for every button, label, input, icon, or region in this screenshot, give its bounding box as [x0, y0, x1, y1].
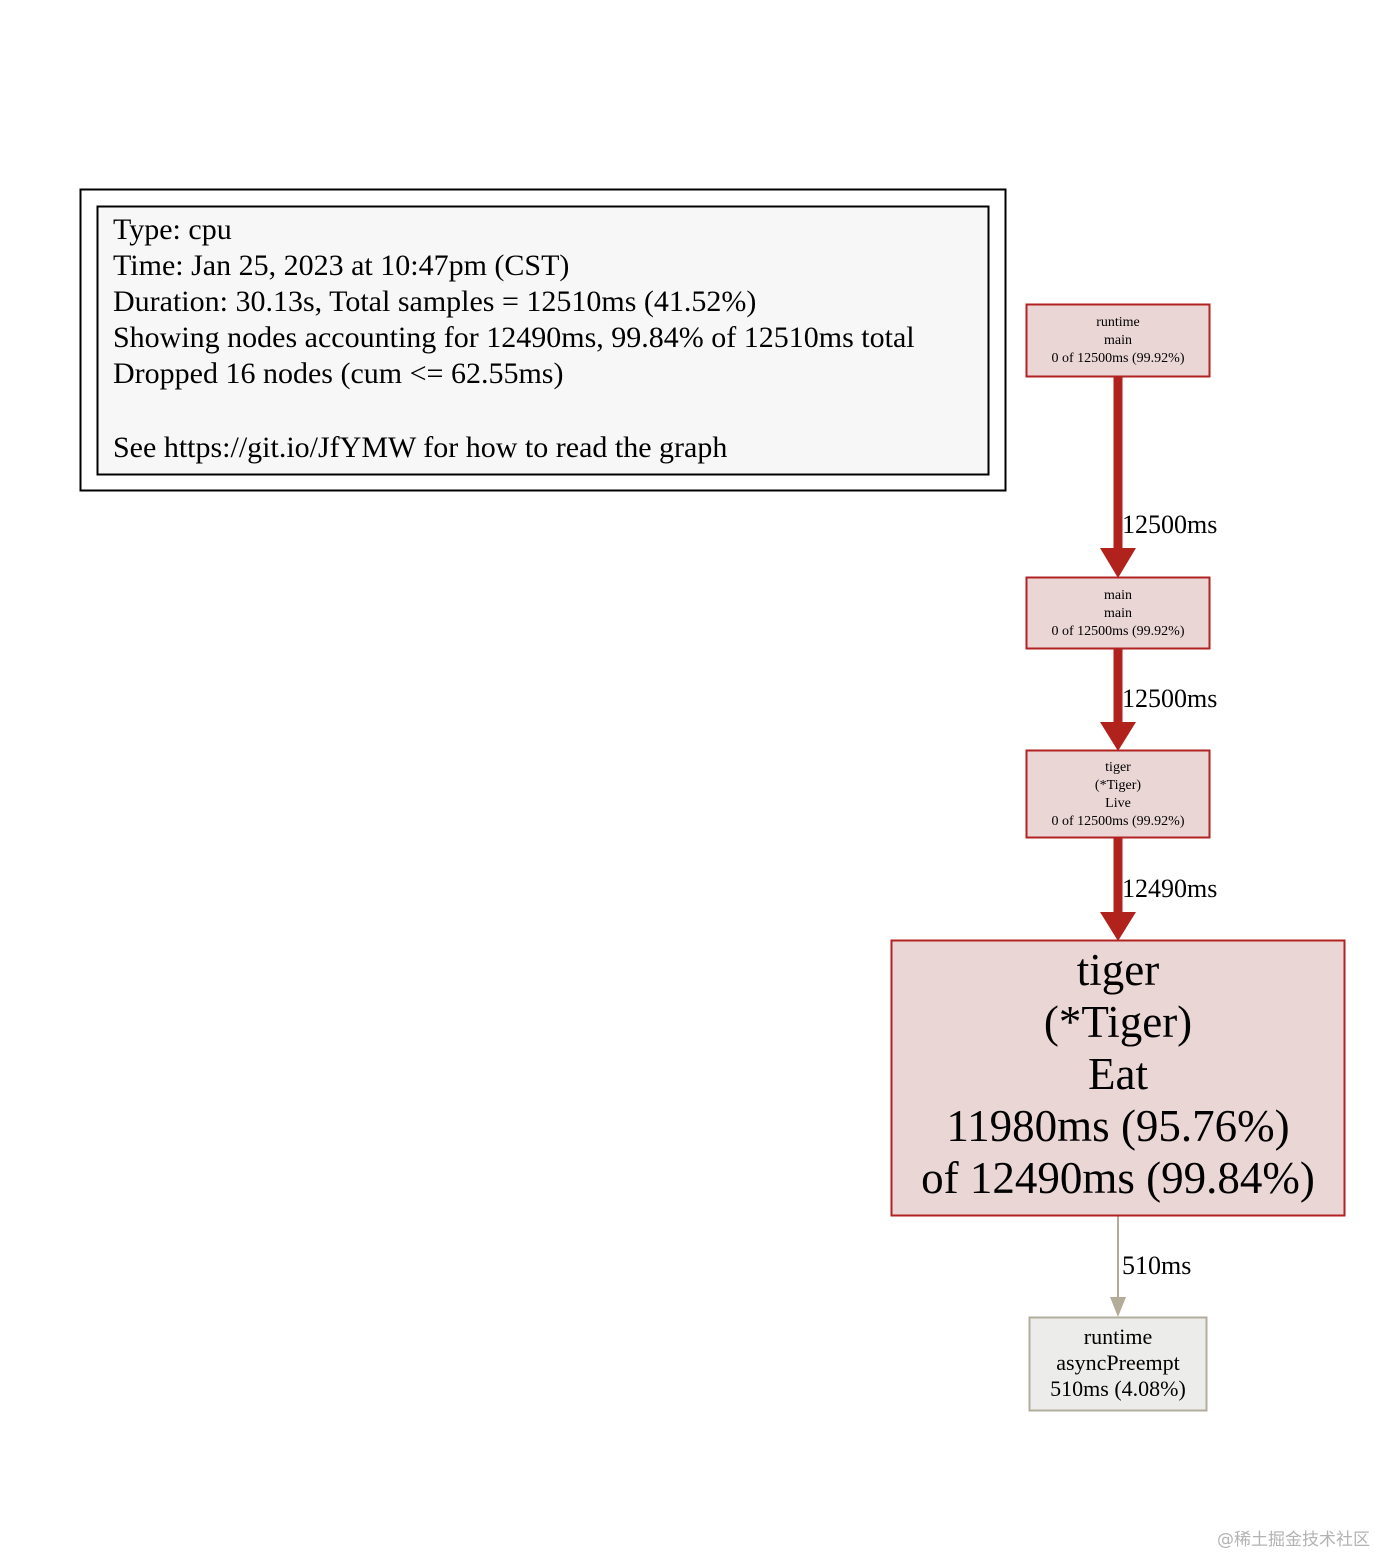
legend-line-see-link[interactable]: See https://git.io/JfYMW for how to read…: [113, 431, 727, 464]
legend-outer-frame: [79, 188, 1007, 492]
edge-tiger-eat-to-runtime-asyncpreempt[interactable]: 510ms: [1110, 1216, 1191, 1317]
node-line: 0 of 12500ms (99.92%): [1052, 624, 1185, 639]
node-box: [1028, 1316, 1208, 1412]
node-line: runtime: [1096, 315, 1140, 330]
node-line: main: [1104, 333, 1132, 348]
edge-main-main-to-tiger-live[interactable]: 12500ms: [1100, 649, 1217, 751]
edge-arrowhead: [1100, 548, 1136, 578]
node-box: [1025, 749, 1211, 839]
node-line: 0 of 12500ms (99.92%): [1052, 351, 1185, 366]
node-line: 0 of 12500ms (99.92%): [1052, 814, 1185, 829]
node-line: 510ms (4.08%): [1050, 1376, 1186, 1401]
legend-line-time: Time: Jan 25, 2023 at 10:47pm (CST): [113, 249, 569, 282]
legend-inner-frame: [96, 205, 990, 476]
edge-arrowhead: [1110, 1297, 1126, 1317]
node-line: of 12490ms (99.84%): [921, 1153, 1315, 1203]
watermark: @稀土掘金技术社区: [1217, 1530, 1370, 1550]
node-tiger-eat[interactable]: tiger (*Tiger) Eat 11980ms (95.76%) of 1…: [890, 939, 1346, 1217]
node-box: [1025, 576, 1211, 650]
edge-label: 510ms: [1122, 1251, 1191, 1280]
node-line: (*Tiger): [1095, 778, 1141, 793]
edge-runtime-main-to-main-main[interactable]: 12500ms: [1100, 377, 1217, 578]
edge-label: 12490ms: [1122, 874, 1217, 903]
node-line: main: [1104, 606, 1132, 621]
node-line: runtime: [1084, 1324, 1152, 1349]
node-runtime-asyncpreempt[interactable]: runtime asyncPreempt 510ms (4.08%): [1028, 1316, 1208, 1412]
edge-label: 12500ms: [1122, 684, 1217, 713]
node-line: 11980ms (95.76%): [946, 1101, 1289, 1151]
node-box: [1025, 303, 1211, 378]
node-line: main: [1104, 588, 1132, 603]
node-box: [890, 939, 1346, 1217]
legend-line-type: Type: cpu: [113, 213, 232, 246]
node-runtime-main[interactable]: runtime main 0 of 12500ms (99.92%): [1025, 303, 1211, 378]
node-main-main[interactable]: main main 0 of 12500ms (99.92%): [1025, 576, 1211, 650]
node-line: asyncPreempt: [1056, 1350, 1179, 1375]
node-tiger-live[interactable]: tiger (*Tiger) Live 0 of 12500ms (99.92%…: [1025, 749, 1211, 839]
node-line: tiger: [1105, 760, 1131, 775]
node-line: Eat: [1088, 1049, 1148, 1099]
edge-tiger-live-to-tiger-eat[interactable]: 12490ms: [1100, 838, 1217, 941]
edge-arrowhead: [1100, 722, 1136, 751]
legend-line-showing: Showing nodes accounting for 12490ms, 99…: [113, 321, 915, 354]
legend: Type: cpu Time: Jan 25, 2023 at 10:47pm …: [79, 188, 1007, 492]
node-line: tiger: [1077, 945, 1159, 995]
legend-line-duration: Duration: 30.13s, Total samples = 12510m…: [113, 285, 756, 318]
edge-arrowhead: [1100, 912, 1136, 941]
edge-label: 12500ms: [1122, 510, 1217, 539]
node-line: Live: [1105, 796, 1131, 811]
legend-line-dropped: Dropped 16 nodes (cum <= 62.55ms): [113, 357, 563, 390]
node-line: (*Tiger): [1044, 997, 1192, 1047]
